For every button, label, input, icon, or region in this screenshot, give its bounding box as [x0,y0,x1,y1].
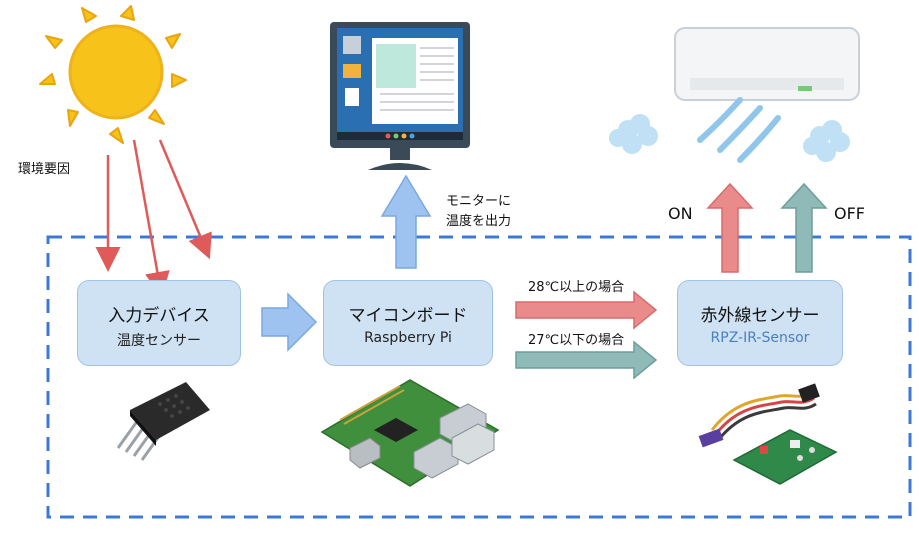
arrow-input-to-mcu [261,292,318,352]
off-label: OFF [834,204,865,223]
sun-icon [39,5,187,144]
raspberry-pi-icon [320,379,500,487]
arrow-high-temp [515,290,658,330]
ir-sensor-node: 赤外線センサー RPZ-IR-Sensor [677,280,843,366]
environment-arrows [95,139,212,297]
temperature-sensor-icon [116,382,210,461]
input-device-subtitle: 温度センサー [117,333,201,349]
input-device-title: 入力デバイス [108,306,210,326]
air-conditioner-icon [609,27,860,163]
arrow-monitor-output [380,174,432,269]
microcontroller-title: マイコンボード [348,306,468,326]
microcontroller-subtitle: Raspberry Pi [364,330,452,346]
environment-label: 環境要因 [18,162,71,177]
arrow-low-temp [515,340,658,380]
monitor-label-line2: 温度を出力 [446,214,512,229]
input-device-node: 入力デバイス 温度センサー [77,280,241,366]
condition-low-label: 27℃以下の場合 [528,333,625,348]
ir-sensor-title: 赤外線センサー [700,306,820,326]
monitor-label-line1: モニターに [446,194,512,209]
microcontroller-node: マイコンボード Raspberry Pi [323,280,493,366]
system-boundary [46,235,912,519]
arrow-off [780,182,828,273]
on-label: ON [668,204,693,223]
ir-sensor-board-icon [698,383,838,485]
condition-high-label: 28℃以上の場合 [528,280,625,295]
arrow-on [706,182,754,273]
monitor-icon [330,22,470,170]
ir-sensor-subtitle: RPZ-IR-Sensor [710,330,810,346]
